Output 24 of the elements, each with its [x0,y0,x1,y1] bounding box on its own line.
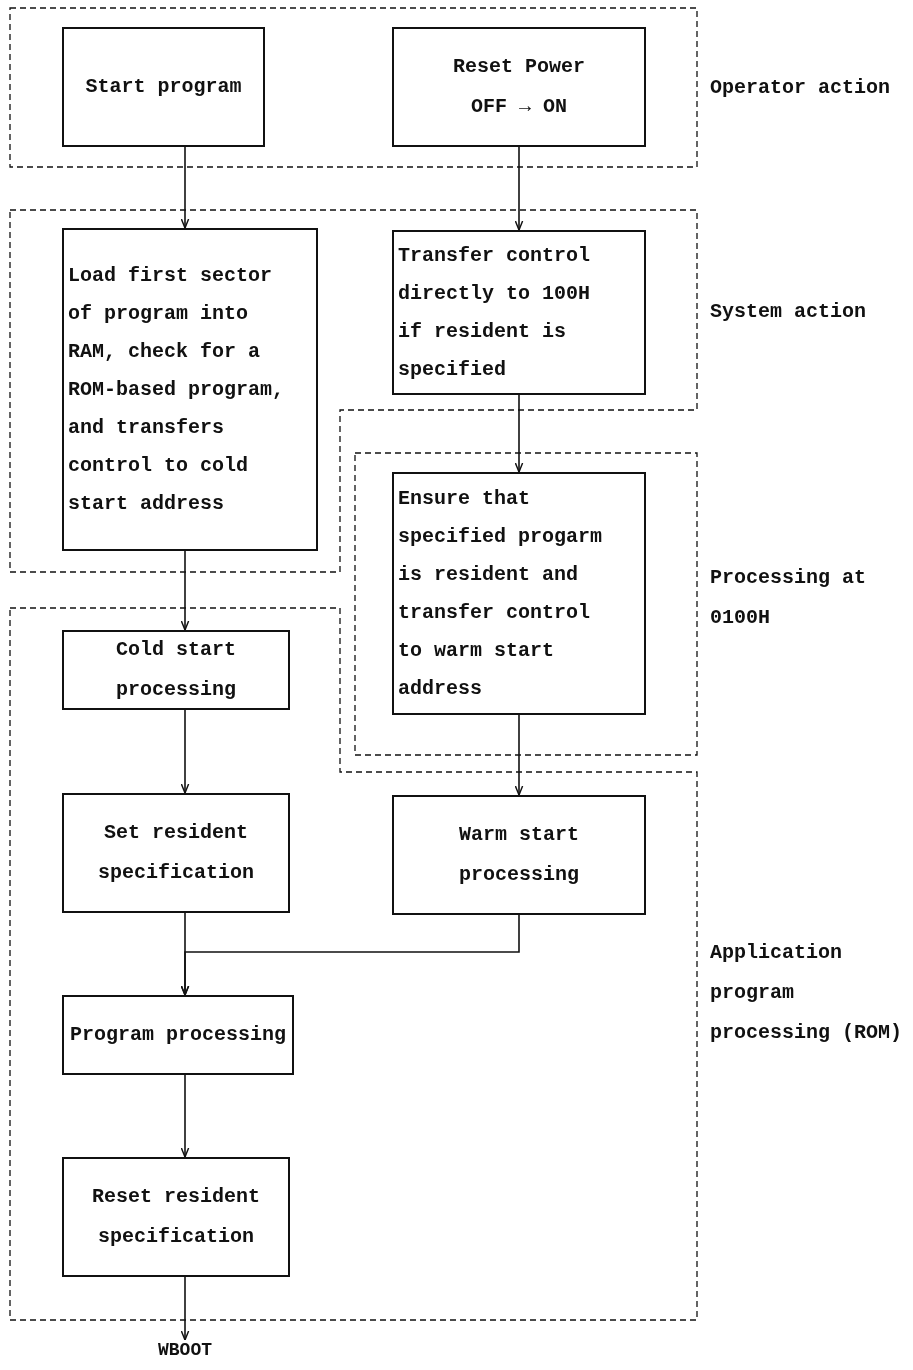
process-box: Load first sector of program into RAM, check for a ROM-based program, and transfers control to cold start address [62,228,318,551]
arrow [514,146,524,231]
arrow [180,1074,190,1158]
process-box: Reset resident specification [62,1157,290,1277]
process-box: Ensure that specified progarm is resident and transfer control to warm start address [392,472,646,715]
process-box: Reset Power OFF → ON [392,27,646,147]
arrow [180,914,520,996]
arrow [180,709,190,794]
process-box: Set resident specification [62,793,290,913]
process-box: Cold start processing [62,630,290,710]
arrow [180,550,190,631]
process-box: Program processing [62,995,294,1075]
arrow [514,394,524,473]
group-label: Processing at 0100H [710,565,868,631]
arrow [514,714,524,796]
group-label: System action [710,299,868,325]
arrow [180,146,190,229]
exit-label: WBOOT [130,1340,240,1366]
process-box: Start program [62,27,265,147]
process-box: Transfer control directly to 100H if resident is specified [392,230,646,395]
process-box: Warm start processing [392,795,646,915]
arrow [180,1276,190,1341]
group-label: Application program processing (ROM) [710,940,904,1046]
group-label: Operator action [710,75,892,101]
